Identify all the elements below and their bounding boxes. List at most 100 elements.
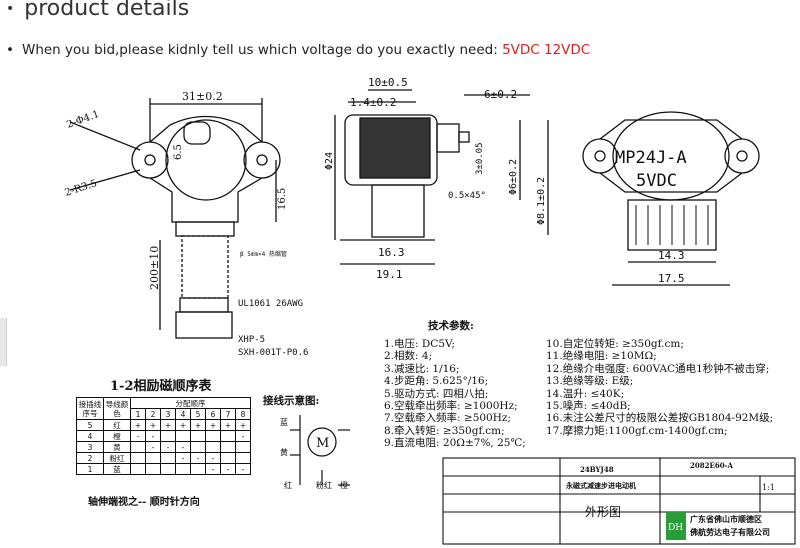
step-cell: 1 bbox=[130, 408, 146, 420]
dim-side-8: Φ8.1±0.2 bbox=[536, 177, 547, 225]
part-name: 永磁式减速步进电动机 bbox=[565, 481, 636, 490]
spec-item: 4.步距角: 5.625°/16; bbox=[384, 375, 489, 388]
company-line-1: 广东省佛山市顺德区 bbox=[690, 514, 762, 524]
step-mark-cell: + bbox=[145, 419, 161, 431]
step-mark-cell: - bbox=[235, 430, 251, 442]
spec-item: 17.摩擦力矩:1100gf.cm-1400gf.cm; bbox=[546, 424, 728, 437]
motor-drawing: 31±0.2 2-Φ4.1 2-R3.5 6.5 16.5 200±10 UL1… bbox=[64, 76, 796, 545]
step-mark-cell: - bbox=[190, 452, 206, 464]
step-cell: 3 bbox=[160, 408, 176, 420]
step-mark-cell: + bbox=[205, 419, 221, 431]
spec-item: 6.空载牵出频率: ≥1000Hz; bbox=[384, 400, 518, 413]
step-mark-cell bbox=[145, 463, 161, 475]
step-mark-cell: - bbox=[145, 441, 161, 453]
spec-item: 15.噪声: ≤40dB; bbox=[546, 400, 631, 413]
section-heading: •product details bbox=[6, 0, 189, 21]
row-number-cell: 4 bbox=[76, 430, 104, 442]
wire-color-2: 黄 bbox=[280, 447, 288, 457]
spec-item: 7.空载牵入频率: ≥500Hz; bbox=[384, 412, 511, 425]
step-mark-cell bbox=[160, 452, 176, 464]
step-mark-cell bbox=[160, 430, 176, 442]
company-line-2: 佛航劳达电子有限公司 bbox=[689, 527, 770, 537]
wiring-motor-label: M bbox=[316, 436, 329, 451]
row-color-cell: 蓝 bbox=[103, 463, 131, 475]
step-mark-cell: + bbox=[235, 419, 251, 431]
wire-color-5: 橙 bbox=[340, 480, 348, 490]
notice-text: When you bid,please kidnly tell us which… bbox=[21, 42, 503, 58]
step-mark-cell: - bbox=[235, 463, 251, 475]
step-cell: 8 bbox=[235, 408, 251, 420]
company-logo bbox=[666, 512, 686, 540]
dim-side-5: 3±0.05 bbox=[475, 142, 485, 175]
step-mark-cell bbox=[190, 430, 206, 442]
row-color-cell: 红 bbox=[103, 419, 131, 431]
row-number-cell: 3 bbox=[76, 441, 104, 453]
dim-height: 16.5 bbox=[277, 188, 288, 210]
voltage-options: 5VDC 12VDC bbox=[502, 42, 591, 58]
step-mark-cell bbox=[130, 452, 146, 464]
step-mark-cell: + bbox=[130, 419, 146, 431]
step-cell: 2 bbox=[145, 408, 161, 420]
spec-item: 1.电压: DC5V; bbox=[384, 338, 456, 350]
wire-color-3: 红 bbox=[284, 480, 292, 490]
step-cell: 7 bbox=[220, 408, 236, 420]
step-mark-cell: - bbox=[160, 441, 176, 453]
dim-radius: 2-R3.5 bbox=[64, 178, 99, 199]
step-cell: 4 bbox=[175, 408, 191, 420]
header-cell: 接插线序号 bbox=[76, 397, 104, 420]
page-title: product details bbox=[24, 0, 190, 21]
motor-model: MP24J-A bbox=[615, 148, 687, 168]
specs-left-column: 1.电压: DC5V; 2.相数: 4; 3.减速比: 1/16; 4.步距角:… bbox=[384, 338, 564, 450]
spec-item: 13.绝缘等级: E级; bbox=[546, 375, 634, 388]
dim-front-1: 14.3 bbox=[658, 249, 685, 262]
step-mark-cell bbox=[220, 452, 236, 464]
dim-front-2: 17.5 bbox=[658, 272, 685, 285]
step-mark-cell bbox=[205, 441, 221, 453]
wire-note: β 5mm×4 热缩管 bbox=[240, 250, 287, 258]
part-number: 24BYJ48 bbox=[580, 465, 614, 474]
row-color-cell: 黄 bbox=[103, 441, 131, 453]
dim-side-1: 10±0.5 bbox=[368, 76, 408, 89]
step-mark-cell bbox=[235, 452, 251, 464]
row-number-cell: 2 bbox=[76, 452, 104, 464]
row-color-cell: 粉红 bbox=[103, 452, 131, 464]
step-mark-cell: - bbox=[175, 452, 191, 464]
step-mark-cell: + bbox=[175, 419, 191, 431]
sequence-title: 1-2相励磁顺序表 bbox=[110, 379, 212, 394]
step-mark-cell: - bbox=[130, 430, 146, 442]
step-mark-cell: + bbox=[190, 419, 206, 431]
dim-width: 31±0.2 bbox=[182, 90, 223, 103]
front-view bbox=[582, 111, 760, 286]
step-mark-cell bbox=[175, 430, 191, 442]
dim-shaft: 6.5 bbox=[173, 144, 184, 160]
dim-side-6: Φ6±0.2 bbox=[508, 159, 519, 195]
dim-side-9: 16.3 bbox=[378, 246, 405, 259]
table-step-row: 1 2 3 4 5 6 7 8 bbox=[77, 408, 251, 420]
step-cell: 5 bbox=[190, 408, 206, 420]
step-mark-cell bbox=[130, 441, 146, 453]
row-number-cell: 5 bbox=[76, 419, 104, 431]
step-mark-cell bbox=[220, 430, 236, 442]
step-cell: 6 bbox=[205, 408, 221, 420]
connector-label-1: XHP-5 bbox=[238, 335, 265, 345]
step-mark-cell: + bbox=[160, 419, 176, 431]
step-mark-cell: - bbox=[175, 441, 191, 453]
step-mark-cell bbox=[220, 441, 236, 453]
step-mark-cell bbox=[160, 463, 176, 475]
step-mark-cell bbox=[190, 463, 206, 475]
dim-side-7: 0.5×45° bbox=[448, 191, 486, 201]
wiring-title: 接线示意图: bbox=[263, 395, 320, 407]
spec-item: 3.减速比: 1/16; bbox=[384, 362, 460, 375]
step-mark-cell bbox=[235, 441, 251, 453]
wire-color-4: 粉红 bbox=[316, 480, 332, 490]
specs-right-column: 10.自定位转矩: ≥350gf.cm; 11.绝缘电阻: ≥10MΩ; 12.… bbox=[546, 338, 796, 437]
row-color-cell: 橙 bbox=[103, 430, 131, 442]
top-view bbox=[69, 98, 281, 339]
dim-side-2: 1.4±0.2 bbox=[350, 96, 396, 109]
